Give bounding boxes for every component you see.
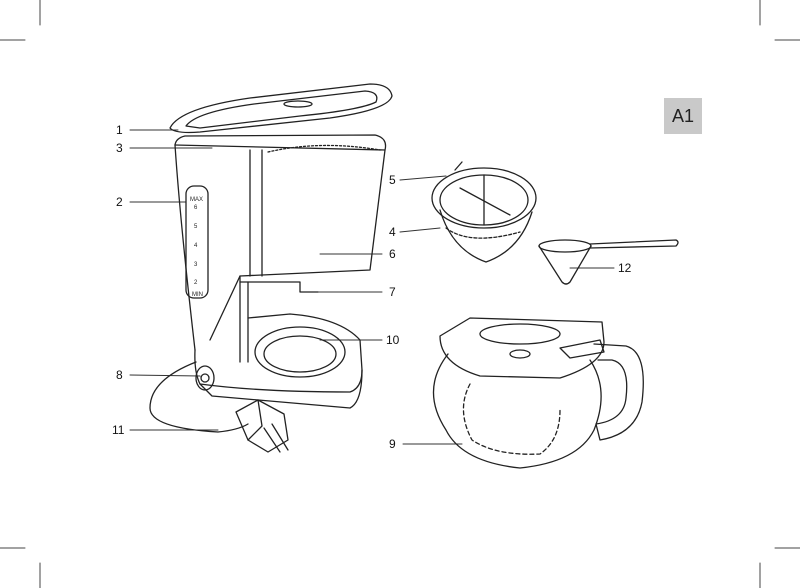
water-scale-mark: 2	[194, 280, 198, 286]
callout-7: 7	[389, 285, 396, 299]
water-scale-max: MAX	[190, 197, 204, 203]
leader-lines	[129, 129, 615, 445]
callout-6: 6	[389, 247, 396, 261]
water-scale-mark: 5	[194, 224, 198, 230]
page-badge: A1	[664, 98, 702, 134]
callout-8: 8	[116, 368, 123, 382]
callout-11: 11	[112, 423, 125, 437]
coffee-maker	[149, 83, 393, 453]
callout-9: 9	[389, 437, 396, 451]
water-scale-mark: 3	[194, 262, 198, 268]
water-scale-mark: 6	[194, 205, 198, 211]
measuring-spoon	[538, 239, 679, 285]
callout-4: 4	[389, 225, 396, 239]
callout-5: 5	[389, 173, 396, 187]
callout-3: 3	[116, 141, 123, 155]
callout-12: 12	[618, 261, 632, 275]
callout-1: 1	[116, 123, 123, 137]
callout-2: 2	[116, 195, 123, 209]
filter-holder	[431, 161, 537, 263]
water-scale-mark: 4	[194, 243, 198, 249]
water-scale-min: MIN	[192, 292, 203, 298]
callout-10: 10	[386, 333, 400, 347]
carafe	[432, 317, 644, 469]
